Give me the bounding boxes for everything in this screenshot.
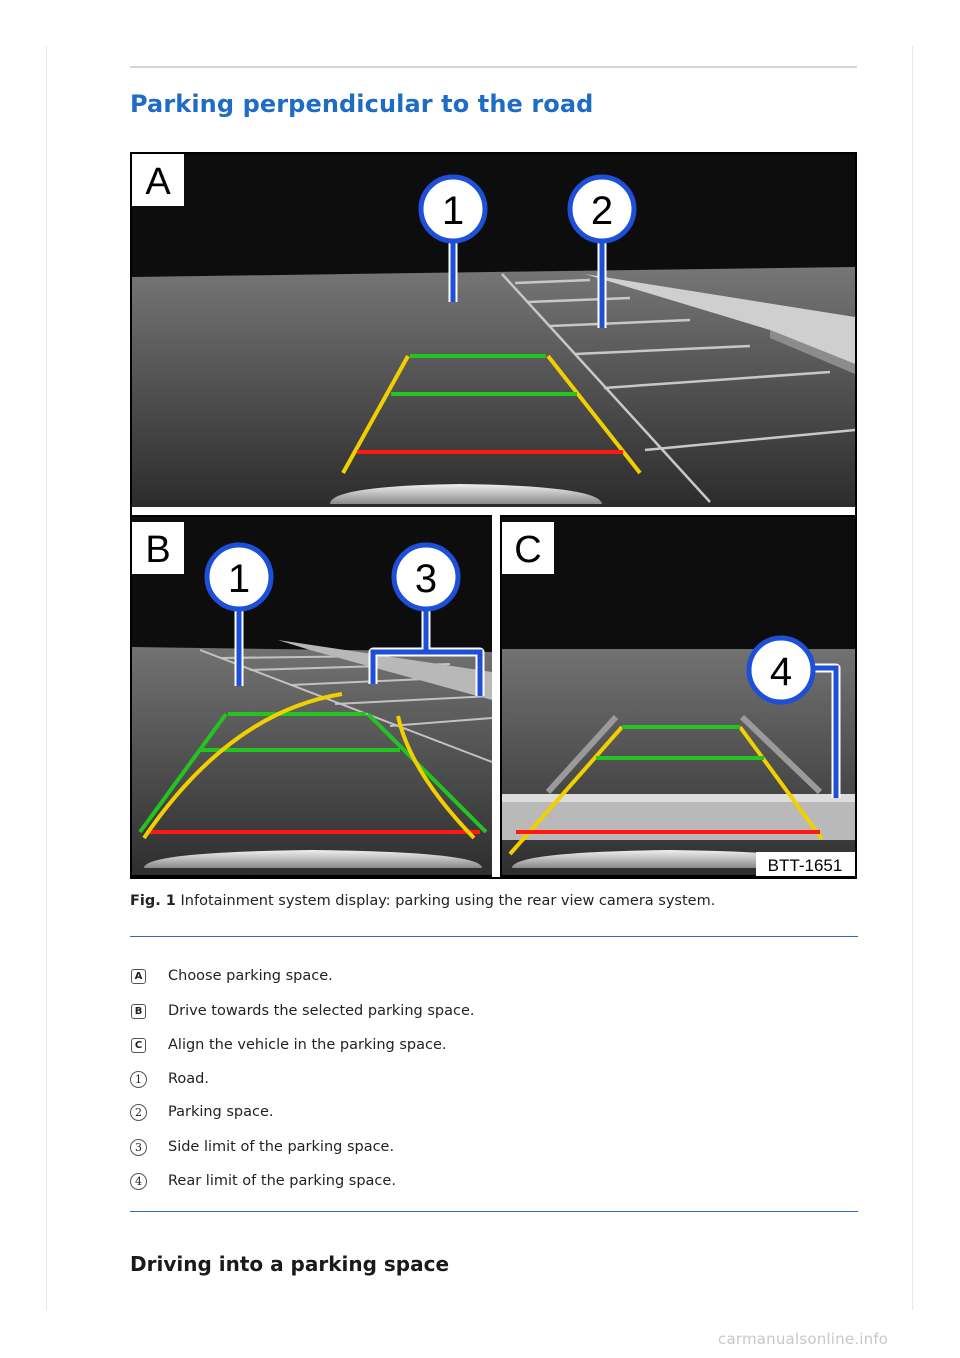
svg-text:4: 4 — [770, 650, 792, 694]
panel-c: C 4 BTT-1651 — [502, 517, 855, 876]
svg-text:1: 1 — [442, 189, 464, 233]
legend-badge-3: 3 — [130, 1138, 147, 1156]
parking-bay-lines-c — [545, 714, 823, 795]
legend-badge-2: 2 — [130, 1103, 147, 1121]
panel-label-a: A — [145, 161, 171, 203]
bumper-a — [330, 484, 602, 504]
legend-top-divider — [130, 936, 858, 937]
panel-a: A 1 2 — [132, 154, 856, 507]
top-divider — [130, 66, 857, 68]
legend-text-2: Parking space. — [168, 1104, 274, 1120]
figure-caption-label: Fig. 1 — [130, 893, 176, 909]
panel-divider-vertical — [492, 515, 500, 877]
legend-text-c: Align the vehicle in the parking space. — [168, 1037, 447, 1053]
legend-item-1: 1 Road. — [130, 1067, 209, 1091]
legend-badge-a: A — [131, 968, 146, 984]
legend-badge-4: 4 — [130, 1172, 147, 1190]
panel-label-b: B — [145, 529, 170, 571]
legend-bottom-divider — [130, 1211, 858, 1212]
callout-4-c: 4 — [746, 635, 841, 798]
guide-lines-a — [341, 354, 642, 475]
legend-item-b: B Drive towards the selected parking spa… — [130, 999, 475, 1023]
page-margin-rule-left — [46, 46, 47, 1310]
legend-item-3: 3 Side limit of the parking space. — [130, 1135, 394, 1159]
page-title: Parking perpendicular to the road — [130, 90, 594, 118]
panel-label-a-box — [132, 154, 184, 206]
bumper-b — [144, 850, 482, 868]
legend-badge-b: B — [131, 1003, 146, 1019]
figure-caption-text: Infotainment system display: parking usi… — [175, 893, 716, 909]
panel-label-c-box — [502, 522, 554, 574]
legend-item-a: A Choose parking space. — [130, 964, 333, 988]
watermark: carmanualsonline.info — [718, 1330, 889, 1348]
callout-1-b: 1 — [204, 542, 274, 686]
figure-caption: Fig. 1 Infotainment system display: park… — [130, 893, 715, 909]
legend-text-3: Side limit of the parking space. — [168, 1139, 395, 1155]
callout-3-b: 3 — [368, 542, 485, 696]
legend-item-2: 2 Parking space. — [130, 1100, 274, 1124]
rear-kerb-c — [502, 796, 855, 840]
legend-item-c: C Align the vehicle in the parking space… — [130, 1033, 447, 1057]
figure-code: BTT-1651 — [768, 856, 843, 875]
legend-text-1: Road. — [168, 1071, 209, 1087]
svg-text:1: 1 — [228, 557, 250, 601]
guide-lines-b — [138, 692, 488, 840]
legend-text-b: Drive towards the selected parking space… — [168, 1003, 475, 1019]
section-heading: Driving into a parking space — [130, 1252, 450, 1276]
svg-text:3: 3 — [415, 557, 437, 601]
callout-2-a: 2 — [567, 174, 637, 328]
legend-text-4: Rear limit of the parking space. — [168, 1173, 396, 1189]
rear-camera-figure: A 1 2 — [130, 152, 857, 879]
legend-badge-1: 1 — [130, 1070, 147, 1088]
figure-code-box — [756, 852, 855, 876]
svg-text:2: 2 — [591, 189, 613, 233]
panel-label-c: C — [514, 529, 541, 571]
guide-lines-c — [508, 725, 824, 856]
legend-badge-c: C — [131, 1037, 146, 1053]
legend-text-a: Choose parking space. — [168, 968, 333, 984]
panel-divider-horizontal — [132, 507, 855, 515]
parking-bay-lines-a — [501, 273, 856, 503]
callout-1-a: 1 — [418, 174, 488, 302]
bumper-c — [512, 850, 832, 868]
legend-item-4: 4 Rear limit of the parking space. — [130, 1169, 396, 1193]
panel-label-b-box — [132, 522, 184, 574]
panel-b: B 1 3 — [132, 517, 493, 875]
page-margin-rule-right — [912, 46, 913, 1310]
